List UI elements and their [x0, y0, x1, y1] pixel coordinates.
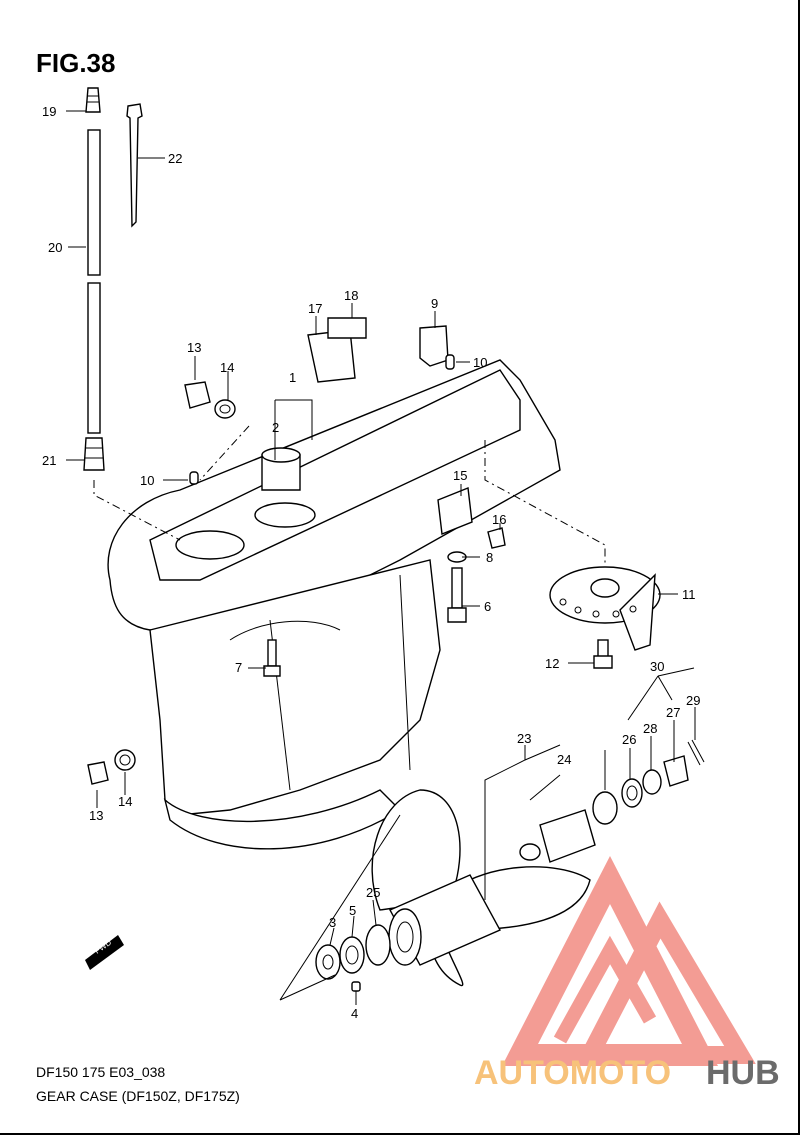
figure-title: FIG.38 [36, 48, 116, 78]
callout-27: 27 [666, 705, 680, 720]
trim-tab [549, 566, 661, 669]
callout-19: 19 [42, 104, 56, 119]
leader-lines [66, 110, 696, 1005]
callout-17: 17 [308, 301, 322, 316]
callout-7: 7 [235, 660, 242, 675]
callout-4: 4 [351, 1006, 358, 1021]
callout-22: 22 [168, 151, 182, 166]
small-parts-lower [87, 749, 136, 785]
watermark-text-main: AUTOMOTO [474, 1054, 671, 1092]
small-parts-upper [184, 317, 506, 677]
callout-18: 18 [344, 288, 358, 303]
callout-26: 26 [622, 732, 636, 747]
fwd-indicator: FWD [85, 935, 124, 970]
watermark-text-accent: HUB [706, 1054, 780, 1092]
callout-12: 12 [545, 656, 559, 671]
callout-8: 8 [486, 550, 493, 565]
callout-16: 16 [492, 512, 506, 527]
figure-description: GEAR CASE (DF150Z, DF175Z) [36, 1088, 240, 1104]
callout-11: 11 [682, 587, 696, 602]
callout-6: 6 [484, 599, 491, 614]
callout-23: 23 [517, 731, 531, 746]
shift-rod [83, 87, 105, 471]
figure-code: DF150 175 E03_038 [36, 1064, 166, 1080]
callout-14a: 14 [220, 360, 234, 375]
callout-10b: 10 [473, 355, 487, 370]
tie-strap [126, 103, 143, 228]
callout-20: 20 [48, 240, 62, 255]
callout-29: 29 [686, 693, 700, 708]
callout-labels: 19 22 20 21 1 2 13 14 10 17 18 9 10 15 1… [42, 104, 700, 1021]
callout-28: 28 [643, 721, 657, 736]
callout-24: 24 [557, 752, 571, 767]
frame-border-bottom [0, 1133, 800, 1135]
frame-border-right [798, 0, 800, 1135]
callout-25: 25 [366, 885, 380, 900]
callout-15: 15 [453, 468, 467, 483]
gear-case-housing [93, 359, 606, 850]
callout-9: 9 [431, 296, 438, 311]
propeller-assembly [279, 739, 705, 1001]
callout-10a: 10 [140, 473, 154, 488]
callout-13a: 13 [187, 340, 201, 355]
callout-2: 2 [272, 420, 279, 435]
callout-1: 1 [289, 370, 296, 385]
callout-13b: 13 [89, 808, 103, 823]
callout-30: 30 [650, 659, 664, 674]
callout-3: 3 [329, 915, 336, 930]
callout-21: 21 [42, 453, 56, 468]
watermark-text: AUTOMOTO HUB [474, 1054, 780, 1092]
callout-5: 5 [349, 903, 356, 918]
watermark-logo [501, 855, 756, 1066]
callout-14b: 14 [118, 794, 132, 809]
